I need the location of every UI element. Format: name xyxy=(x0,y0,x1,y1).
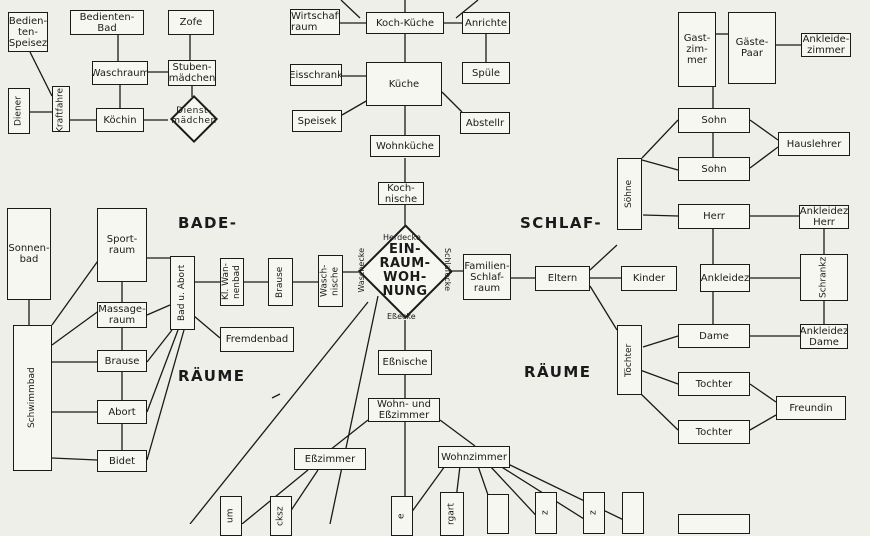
heading-bade: BADE- xyxy=(178,214,238,232)
room-abort: Abort xyxy=(97,400,147,424)
room-anrichte: Anrichte xyxy=(462,12,510,34)
center-herdecke-label: Herdecke xyxy=(383,233,421,242)
room-kinder: Kinder xyxy=(621,266,677,291)
heading-schlaf: SCHLAF- xyxy=(520,214,603,232)
room-bedienten-bad: Bedienten-Bad xyxy=(70,10,144,35)
room-bottom-partial-a: um xyxy=(220,496,242,536)
room-wohn-und-esszimmer: Wohn- und Eßzimmer xyxy=(368,398,440,422)
room-wohnzimmer: Wohnzimmer xyxy=(438,446,510,468)
room-speisekammer: Speisek xyxy=(292,110,342,132)
room-eisschrank: Eisschrank xyxy=(290,64,342,86)
room-esszimmer: Eßzimmer xyxy=(294,448,366,470)
room-bottom-partial-f: z xyxy=(583,492,605,534)
room-freundin: Freundin xyxy=(776,396,846,420)
room-toechter: Töchter xyxy=(617,325,642,395)
heading-raeume-right: RÄUME xyxy=(524,363,592,381)
room-herr: Herr xyxy=(678,204,750,229)
room-bottom-partial-d: rgart xyxy=(440,492,464,536)
room-eltern: Eltern xyxy=(535,266,590,291)
room-wirtschaftsraum: Wirtschafts- raum xyxy=(290,9,340,35)
room-gaeste-paar: Gäste- Paar xyxy=(728,12,776,84)
room-koechin: Köchin xyxy=(96,108,144,132)
room-bottom-partial-blank-1 xyxy=(487,494,509,534)
room-bottom-partial-c: e xyxy=(391,496,413,536)
room-kueche: Küche xyxy=(366,62,442,106)
room-tochter-2: Tochter xyxy=(678,420,750,444)
room-familienschlafraum: Familien- Schlaf- raum xyxy=(463,254,511,300)
room-tochter-1: Tochter xyxy=(678,372,750,396)
room-ankleidezimmer-herr: Ankleidez Herr xyxy=(799,205,849,229)
room-spuele: Spüle xyxy=(462,62,510,84)
room-relationship-diagram: Bedien- ten- Speisez Bedienten-Bad Zofe … xyxy=(7,0,851,536)
center-ein-raum-wohnung-title: EIN- RAUM- WOH- NUNG xyxy=(379,242,431,299)
room-zofe: Zofe xyxy=(168,10,214,35)
room-schrankzimmer: Schrankz xyxy=(800,254,848,301)
room-dienstmaedchen-label: Dienst- mädchen xyxy=(171,106,217,126)
room-sonnenbad: Sonnen- bad xyxy=(7,208,51,300)
room-diener: Diener xyxy=(8,88,30,134)
center-essecke-label: Eßecke xyxy=(387,312,416,321)
heading-raeume-left: RÄUME xyxy=(178,367,246,385)
room-hauslehrer: Hauslehrer xyxy=(778,132,850,156)
room-stubenmaedchen: Stuben- mädchen xyxy=(168,60,216,86)
room-kochnische: Koch- nische xyxy=(378,182,424,205)
room-massageraum: Massage- raum xyxy=(97,302,147,328)
room-koch-kueche: Koch-Küche xyxy=(366,12,444,34)
room-bedienten-speisezimmer: Bedien- ten- Speisez xyxy=(8,12,48,52)
room-bottom-partial-b: cksz xyxy=(270,496,292,536)
room-schwimmbad: Schwimmbad xyxy=(13,325,52,471)
room-brause: Brause xyxy=(268,258,293,306)
room-soehne: Söhne xyxy=(617,158,642,230)
room-kleines-wannenbad: Kl. Wan- nenbad xyxy=(220,258,244,306)
room-gastzimmer: Gast- zim- mer xyxy=(678,12,716,87)
room-bidet: Bidet xyxy=(97,450,147,472)
room-bottom-partial-blank-2 xyxy=(622,492,644,534)
room-sohn-2: Sohn xyxy=(678,157,750,181)
room-abstellraum: Abstellr xyxy=(460,112,510,134)
room-waschraum: Waschraum xyxy=(92,61,148,85)
room-sohn-1: Sohn xyxy=(678,108,750,133)
room-sportraum: Sport- raum xyxy=(97,208,147,282)
room-ankleidezimmer-dame: Ankleidez Dame xyxy=(800,324,848,349)
center-schlafecke-label: Schlafecke xyxy=(443,248,452,292)
room-kraftfahrer: Kraftfahrer xyxy=(52,86,70,132)
room-fremdenbad: Fremdenbad xyxy=(220,327,294,352)
room-ankleidezimmer-eltern: Ankleidez xyxy=(700,264,750,292)
room-bottom-partial-blank-3 xyxy=(678,514,750,534)
center-waschecke-label: Waschecke xyxy=(357,248,366,293)
room-bad-und-abort: Bad u. Abort xyxy=(170,256,195,330)
room-brause-bad: Brause xyxy=(97,350,147,372)
room-essnische: Eßnische xyxy=(378,350,432,375)
room-ankleidezimmer: Ankleide- zimmer xyxy=(801,33,851,57)
room-wohnkueche: Wohnküche xyxy=(370,135,440,157)
room-waschnische: Wasch- nische xyxy=(318,255,343,307)
room-bottom-partial-e: z xyxy=(535,492,557,534)
room-dame: Dame xyxy=(678,324,750,348)
